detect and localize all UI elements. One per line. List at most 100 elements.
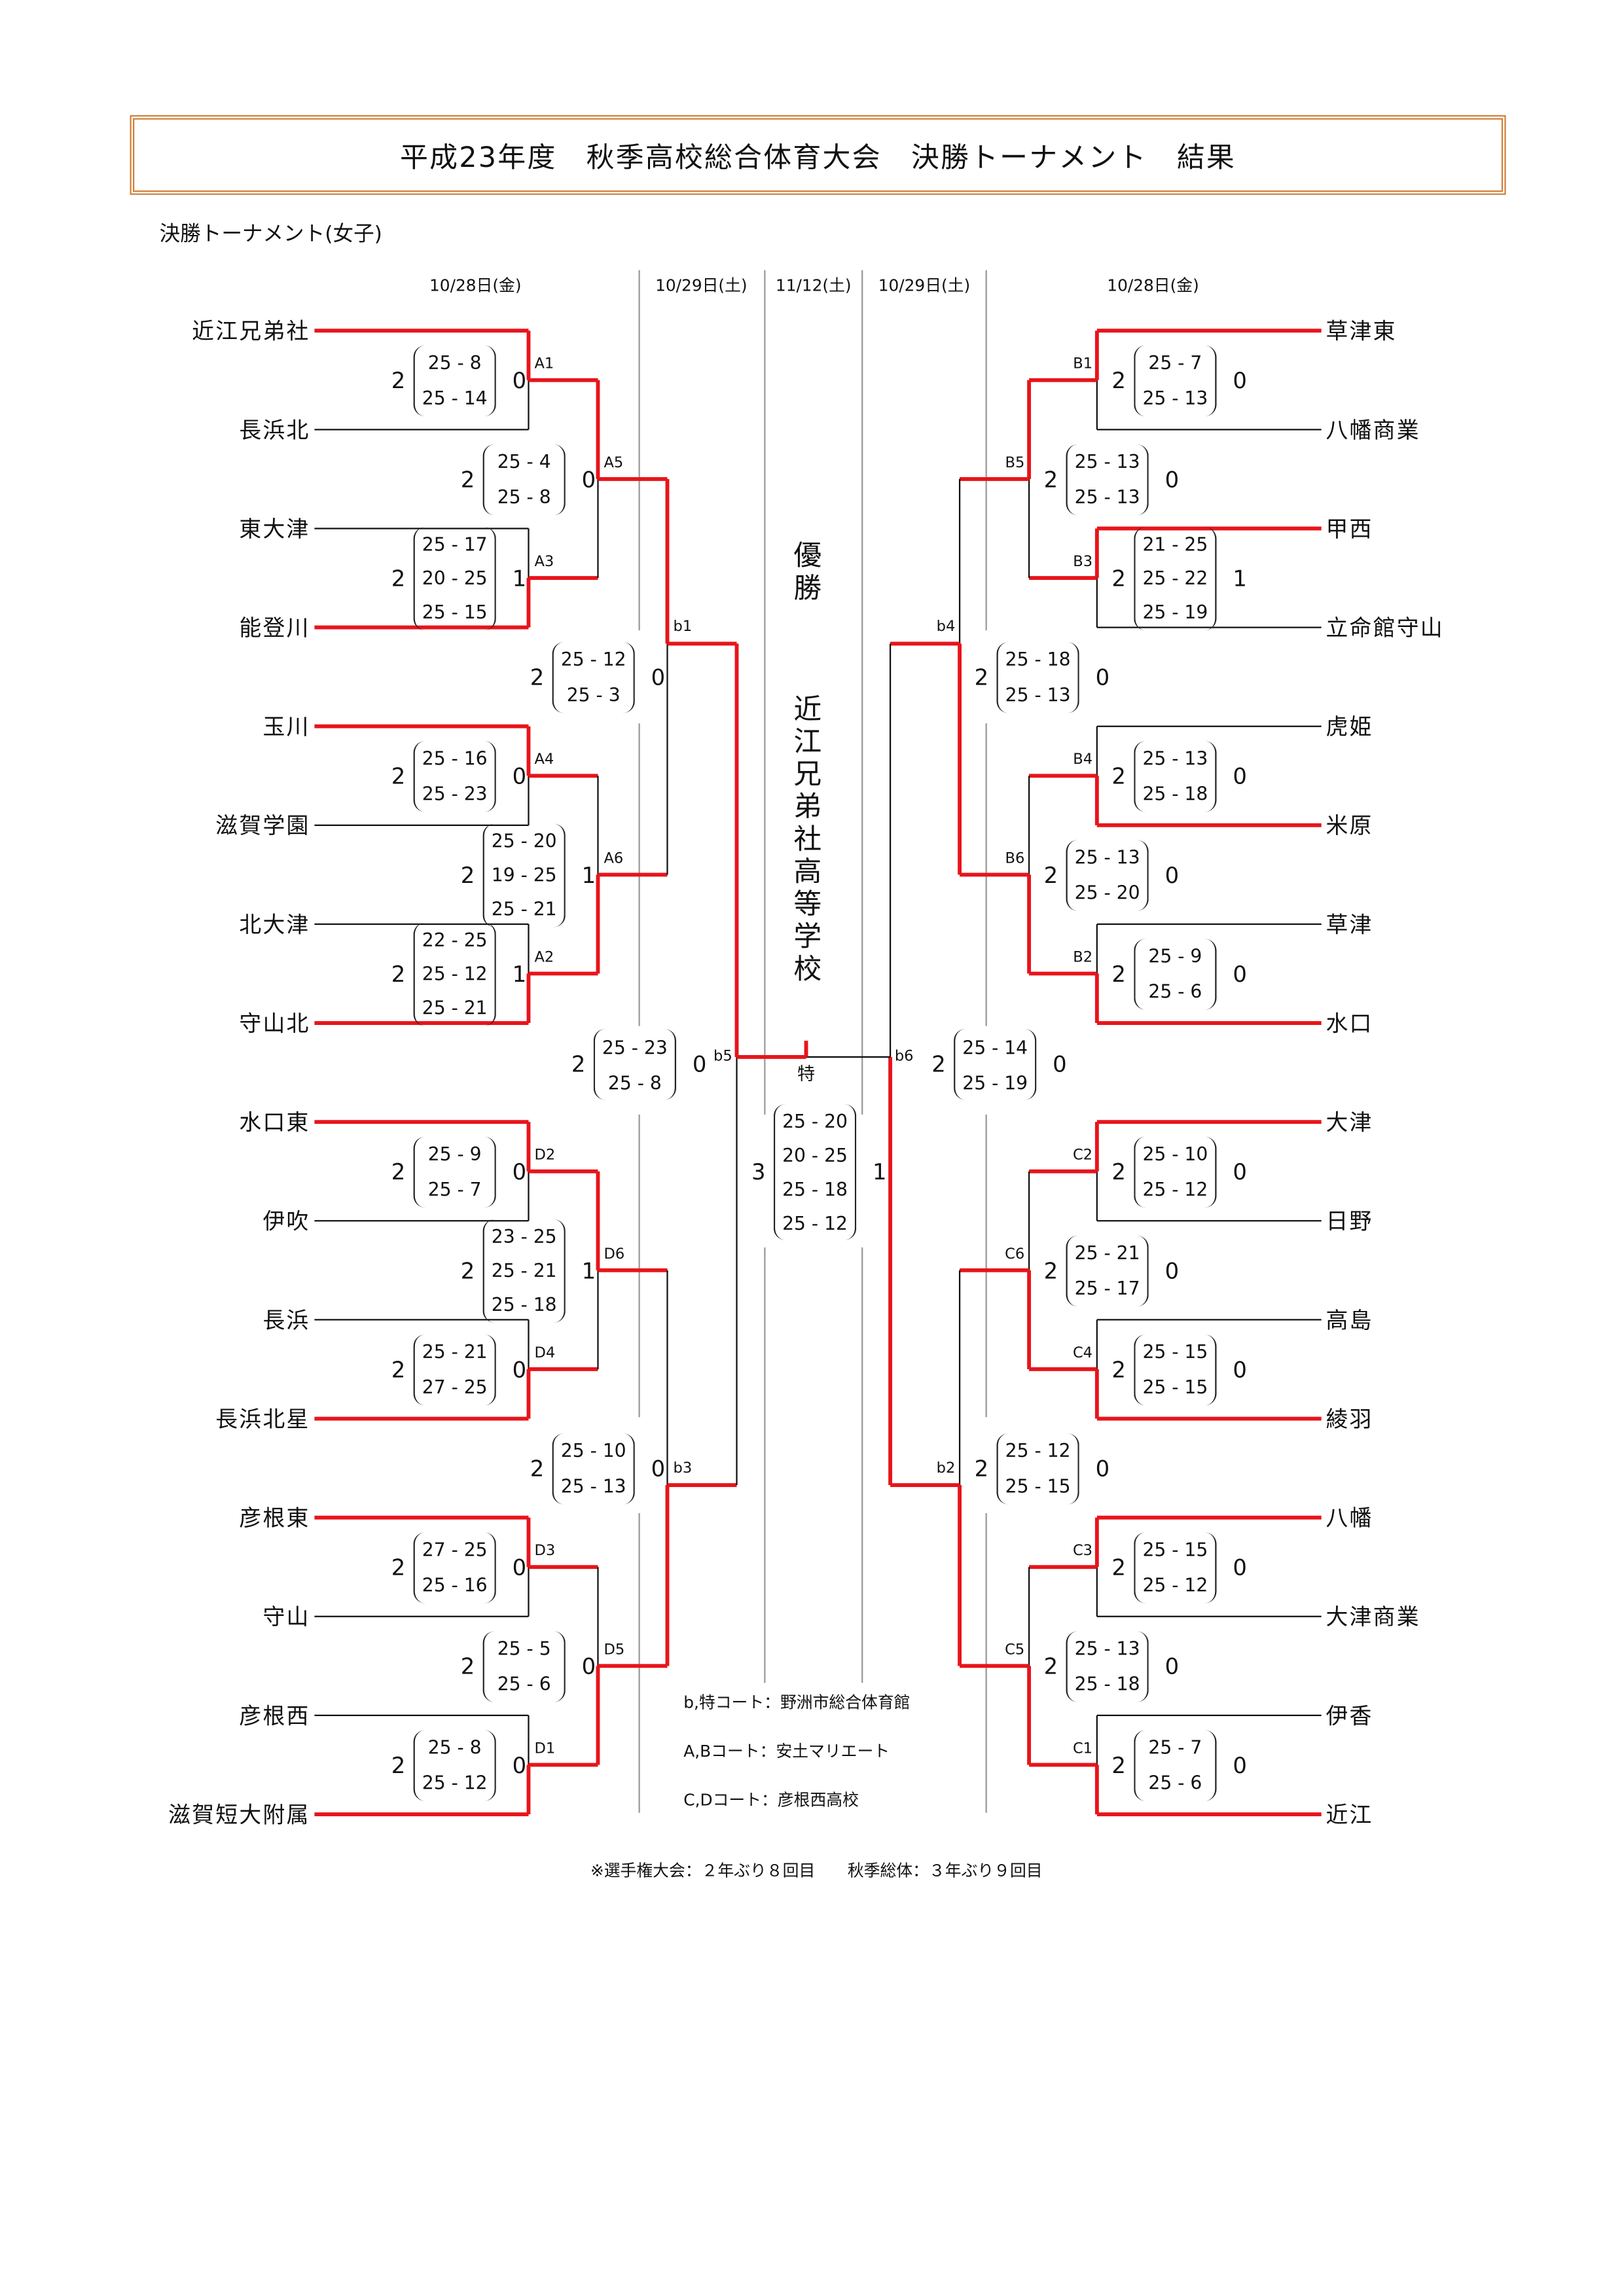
game-score: 25 - 13 bbox=[1074, 450, 1140, 473]
game-score: 25 - 8 bbox=[497, 486, 551, 508]
date-header-right-r3: 10/29日(土) bbox=[878, 276, 971, 296]
match-label: b6 bbox=[894, 1049, 914, 1066]
match-A4-winner-score: 2 bbox=[391, 762, 406, 789]
match-b3-loser-score: 0 bbox=[651, 1454, 666, 1482]
game-score: 25 - 15 bbox=[1005, 1475, 1071, 1498]
match-label: D4 bbox=[534, 1344, 556, 1361]
game-score: 25 - 21 bbox=[491, 898, 557, 920]
game-score: 25 - 15 bbox=[1142, 1340, 1208, 1363]
game-score: 25 - 8 bbox=[427, 1736, 482, 1759]
game-score: 25 - 9 bbox=[427, 1142, 482, 1165]
match-label: A4 bbox=[534, 751, 554, 768]
match-A6-loser-score: 1 bbox=[581, 861, 596, 888]
match-b4-winner-score: 2 bbox=[974, 663, 989, 691]
final-match-loser-score: 1 bbox=[873, 1158, 887, 1186]
match-b1-loser-score: 0 bbox=[651, 663, 666, 691]
match-C1-winner-score: 2 bbox=[1111, 1751, 1126, 1778]
match-B6-winner-score: 2 bbox=[1043, 861, 1058, 888]
match-A1-winner-score: 2 bbox=[391, 367, 406, 394]
game-score: 25 - 18 bbox=[782, 1177, 848, 1200]
match-B3-winner-score: 2 bbox=[1111, 564, 1126, 592]
match-A2-loser-score: 1 bbox=[512, 960, 527, 987]
court-note: C,Dコート：彦根西高校 bbox=[683, 1790, 859, 1810]
game-score: 25 - 8 bbox=[607, 1071, 662, 1094]
bracket-subtitle: 決勝トーナメント(女子) bbox=[159, 223, 383, 247]
match-A5-loser-score: 0 bbox=[581, 465, 596, 493]
team-name-left: 伊吹 bbox=[262, 1208, 310, 1235]
game-score: 25 - 19 bbox=[962, 1071, 1028, 1094]
game-score: 25 - 12 bbox=[422, 962, 488, 985]
team-name-right: 甲西 bbox=[1326, 516, 1373, 543]
team-name-right: 八幡商業 bbox=[1326, 417, 1420, 444]
game-score: 25 - 14 bbox=[422, 386, 488, 409]
match-label: b2 bbox=[936, 1460, 956, 1477]
match-D1-loser-score: 0 bbox=[512, 1751, 527, 1778]
match-D3-loser-score: 0 bbox=[512, 1553, 527, 1581]
match-A6-winner-score: 2 bbox=[460, 861, 475, 888]
final-match-winner-score: 3 bbox=[751, 1158, 766, 1186]
match-label: B3 bbox=[1073, 553, 1093, 570]
game-score: 25 - 13 bbox=[1142, 386, 1208, 409]
game-score: 25 - 18 bbox=[1142, 782, 1208, 805]
match-B5-winner-score: 2 bbox=[1043, 465, 1058, 493]
match-A5-winner-score: 2 bbox=[460, 465, 475, 493]
game-score: 25 - 21 bbox=[422, 1340, 488, 1363]
date-header-final: 11/12(土) bbox=[775, 276, 852, 296]
match-label: D3 bbox=[534, 1542, 556, 1559]
match-label: A6 bbox=[604, 850, 624, 867]
match-label: b1 bbox=[673, 619, 693, 636]
team-name-right: 水口 bbox=[1326, 1010, 1373, 1037]
final-court-label: 特 bbox=[797, 1064, 816, 1085]
match-A1-loser-score: 0 bbox=[512, 367, 527, 394]
game-score: 25 - 13 bbox=[1074, 1637, 1140, 1660]
game-score: 25 - 6 bbox=[1148, 980, 1202, 1003]
match-label: B1 bbox=[1073, 355, 1093, 372]
team-name-right: 伊香 bbox=[1326, 1702, 1373, 1730]
team-name-right: 草津東 bbox=[1326, 318, 1397, 345]
game-score: 25 - 6 bbox=[1148, 1771, 1202, 1794]
game-score: 25 - 21 bbox=[491, 1259, 557, 1282]
match-C6-loser-score: 0 bbox=[1164, 1257, 1180, 1284]
match-b5-loser-score: 0 bbox=[692, 1050, 707, 1078]
date-header-left-r1: 10/28日(金) bbox=[429, 276, 522, 296]
team-name-left: 長浜北 bbox=[239, 417, 310, 444]
game-score: 25 - 4 bbox=[497, 450, 551, 473]
game-score: 25 - 16 bbox=[422, 747, 488, 770]
game-score: 25 - 7 bbox=[1148, 351, 1202, 374]
game-score: 25 - 20 bbox=[1074, 881, 1140, 904]
match-C5-winner-score: 2 bbox=[1043, 1653, 1058, 1679]
game-score: 25 - 12 bbox=[782, 1211, 848, 1234]
game-score: 25 - 18 bbox=[491, 1293, 557, 1316]
game-score: 25 - 12 bbox=[560, 648, 626, 670]
match-C4-winner-score: 2 bbox=[1111, 1355, 1126, 1383]
game-score: 25 - 9 bbox=[1148, 944, 1202, 967]
game-score: 25 - 20 bbox=[782, 1110, 848, 1132]
title-box: 平成23年度 秋季高校総合体育大会 決勝トーナメント 結果 bbox=[130, 115, 1506, 195]
team-name-left: 滋賀学園 bbox=[215, 812, 310, 840]
match-label: C3 bbox=[1072, 1542, 1093, 1559]
game-score: 25 - 18 bbox=[1074, 1672, 1140, 1695]
match-label: b5 bbox=[713, 1049, 732, 1066]
game-score: 25 - 5 bbox=[497, 1637, 551, 1660]
match-A3-loser-score: 1 bbox=[512, 564, 527, 592]
match-label: A3 bbox=[534, 553, 554, 570]
team-name-left: 東大津 bbox=[239, 516, 310, 543]
team-name-right: 綾羽 bbox=[1326, 1406, 1373, 1433]
match-label: D6 bbox=[604, 1246, 625, 1263]
match-b6-loser-score: 0 bbox=[1053, 1050, 1067, 1078]
game-score: 25 - 21 bbox=[1074, 1241, 1140, 1264]
match-D3-winner-score: 2 bbox=[391, 1553, 406, 1581]
match-D2-winner-score: 2 bbox=[391, 1158, 406, 1185]
